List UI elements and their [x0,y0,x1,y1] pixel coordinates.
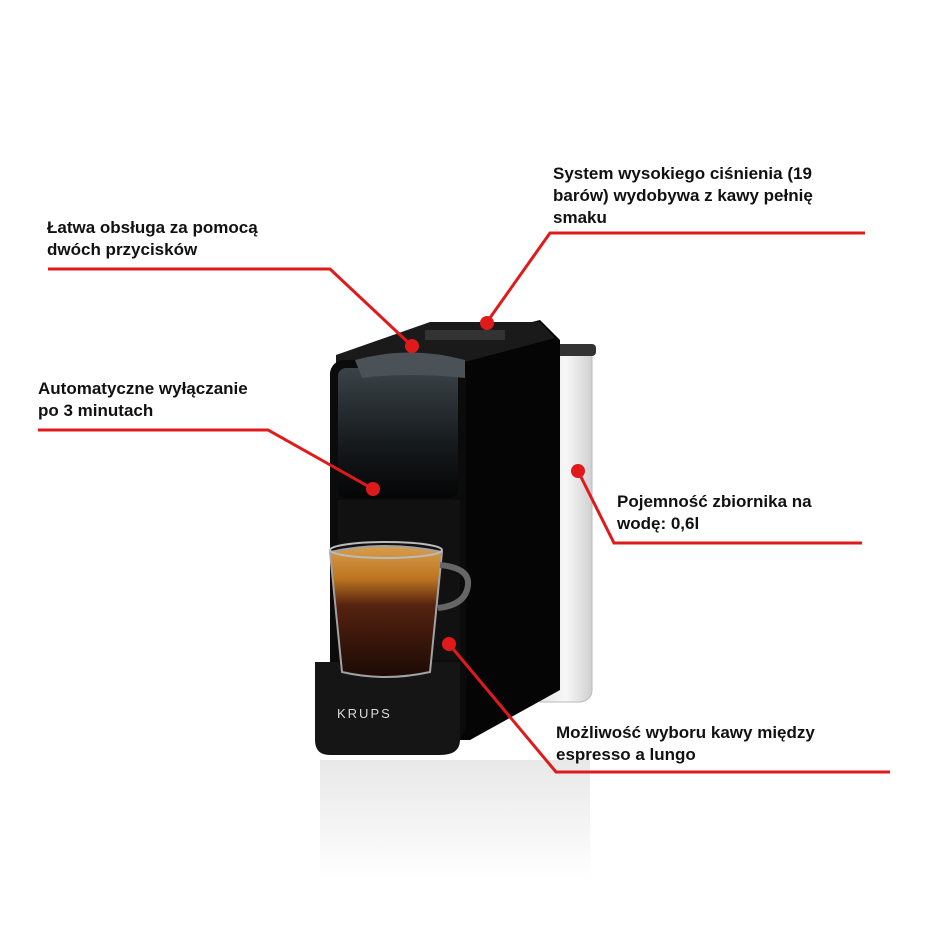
callout-text-line: espresso a lungo [556,745,696,764]
callout-text-line: smaku [553,208,607,227]
brand-logo: KRUPS [337,706,392,721]
callout-dot-buttons [405,339,419,353]
callout-choice: Możliwość wyboru kawy między espresso a … [556,722,815,766]
callout-buttons: Łatwa obsługa za pomocą dwóch przycisków [47,217,258,261]
callout-text-line: wodę: 0,6l [617,514,700,533]
control-buttons [425,330,505,340]
callout-dot-pressure [480,316,494,330]
callout-text-line: dwóch przycisków [47,240,198,259]
callout-text-line: barów) wydobywa z kawy pełnię [553,186,813,205]
callout-pressure: System wysokiego ciśnienia (19 barów) wy… [553,163,813,229]
drip-tray [315,662,460,755]
callout-text-line: System wysokiego ciśnienia (19 [553,164,812,183]
callout-text-line: Automatyczne wyłączanie [38,379,248,398]
callout-line-buttons [48,267,414,348]
callout-text-line: Możliwość wyboru kawy między [556,723,815,742]
callout-text-line: Pojemność zbiornika na [617,492,812,511]
floor-reflection [320,760,590,880]
callout-line-tank [576,470,862,545]
callout-dot-tank [571,464,585,478]
callout-line-choice [447,643,890,774]
capsule-lever [355,352,465,378]
callout-text-line: po 3 minutach [38,401,154,420]
cup-handle [437,562,472,611]
callout-dot-auto-off [366,482,380,496]
callout-text-line: Łatwa obsługa za pomocą [47,218,258,237]
callout-line-auto-off [38,428,374,491]
callout-tank: Pojemność zbiornika na wodę: 0,6l [617,491,812,535]
cup-rim [329,541,443,559]
machine-body-side [460,320,560,740]
callout-auto-off: Automatyczne wyłączanie po 3 minutach [38,378,248,422]
espresso-cup [328,545,444,678]
front-panel [338,368,458,498]
callout-line-pressure [485,231,865,323]
callout-dot-choice [442,637,456,651]
